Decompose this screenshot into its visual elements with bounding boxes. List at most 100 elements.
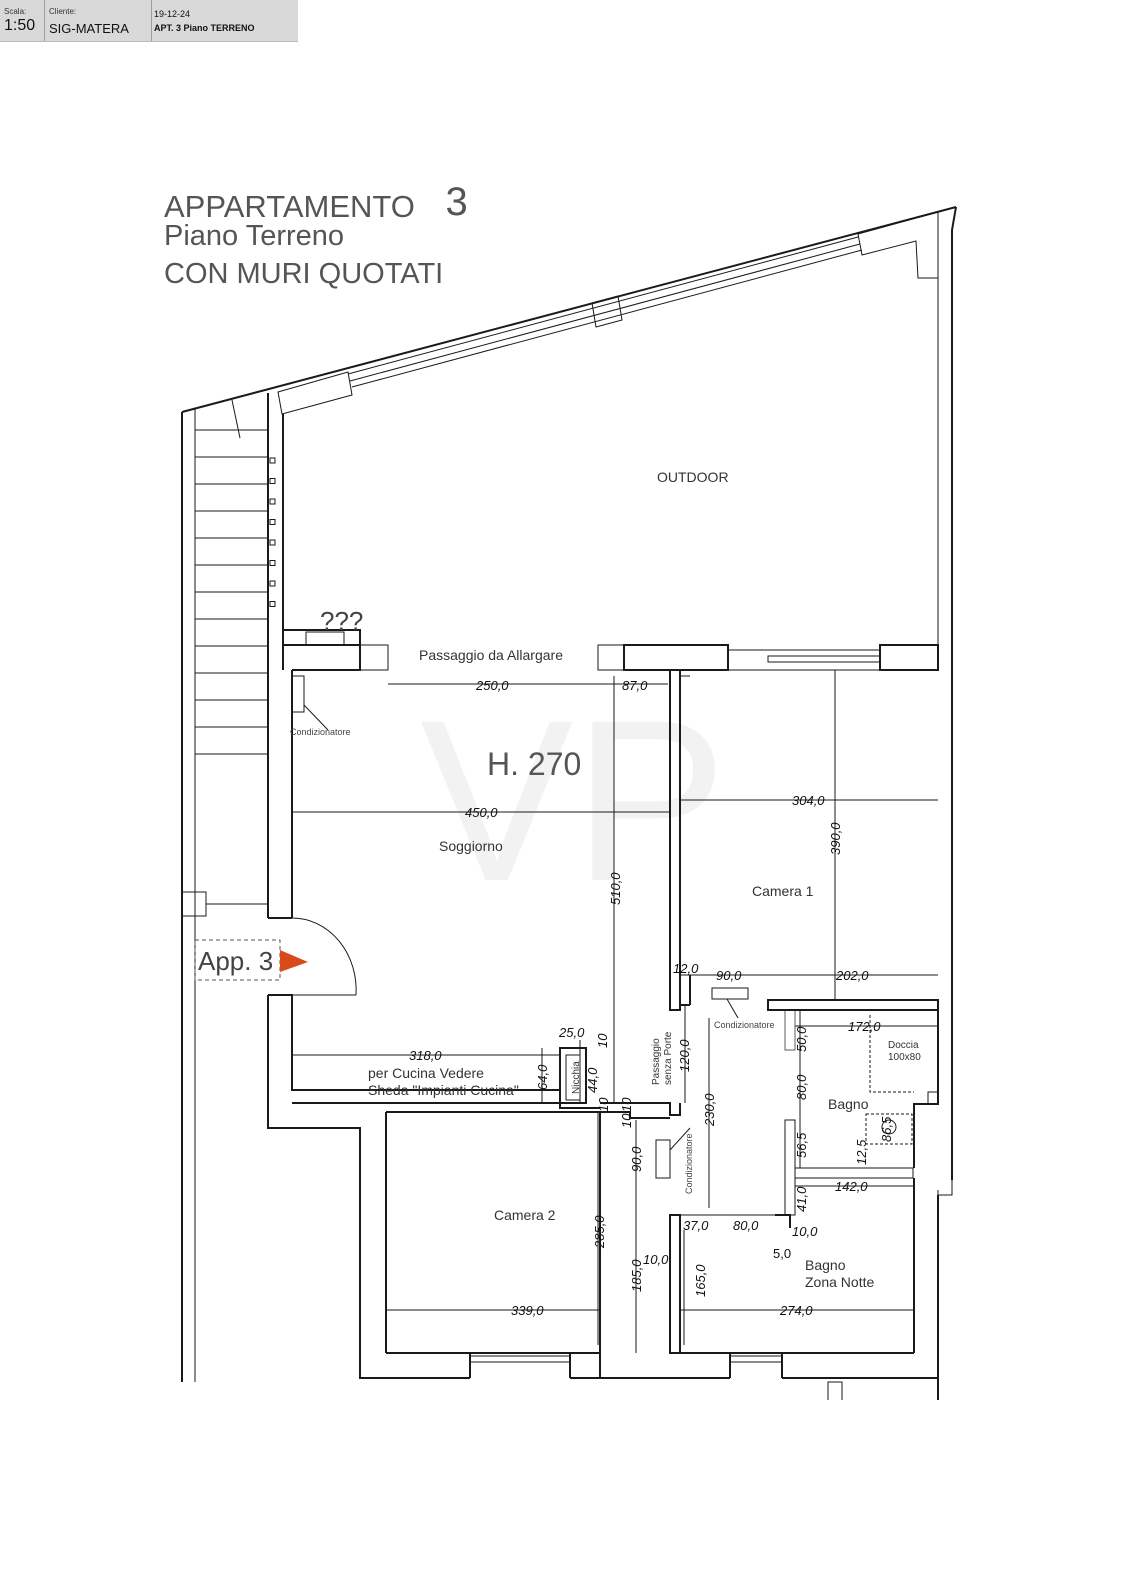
- dim-172: 172,0: [848, 1019, 881, 1034]
- olive-wall-bagno: [794, 1167, 914, 1179]
- doccia-label-1: Doccia: [888, 1040, 919, 1051]
- column-marker: [269, 519, 276, 525]
- ac-unit-living: [291, 675, 305, 713]
- bagno-notte-label-2: Zona Notte: [805, 1274, 874, 1290]
- camera2-label: Camera 2: [494, 1207, 556, 1223]
- ac-label-camera1: Condizionatore: [714, 1020, 775, 1030]
- ac-label-camera2: Condizionatore: [684, 1133, 694, 1194]
- dim-250: 250,0: [475, 678, 509, 693]
- dim-90b: 90,0: [629, 1146, 644, 1172]
- passage-label-2: senza Porte: [663, 1031, 674, 1085]
- dim-285: 285,0: [592, 1215, 607, 1249]
- column-marker: [269, 457, 276, 464]
- dim-339: 339,0: [511, 1303, 544, 1318]
- dim-25: 25,0: [558, 1025, 585, 1040]
- ac-label-living: Condizionatore: [290, 727, 351, 737]
- outdoor-passage-wall: [282, 629, 939, 671]
- dim-390: 390,0: [828, 822, 843, 855]
- dim-90a: 90,0: [716, 968, 742, 983]
- passage-label-1: Passaggio: [651, 1038, 662, 1085]
- dim-86: 86,5: [879, 1116, 894, 1142]
- dim-5: 5,0: [773, 1246, 791, 1261]
- ceiling-height-label: H. 270: [487, 746, 581, 782]
- bagno-label: Bagno: [828, 1096, 869, 1112]
- dim-10e: 10: [619, 1113, 634, 1128]
- scale-label: Scala:: [4, 7, 27, 16]
- dim-510: 510,0: [608, 872, 623, 905]
- dim-44: 44,0: [585, 1067, 600, 1093]
- right-boundary: [937, 206, 957, 1400]
- dim-10d: 10: [619, 1097, 634, 1112]
- living-walls: [267, 645, 560, 1379]
- dim-80b: 80,0: [733, 1218, 759, 1233]
- dim-202: 202,0: [835, 968, 869, 983]
- column-marker: [269, 601, 276, 607]
- column-marker: [269, 478, 276, 484]
- dim-56: 56,5: [794, 1132, 809, 1158]
- client-cell: Cliente: SIG-MATERA: [45, 0, 152, 41]
- project-cell: 19-12-24 APT. 3 Piano TERRENO: [152, 0, 298, 41]
- dim-304: 304,0: [792, 793, 825, 808]
- nicchia-label: Nicchia: [571, 1061, 582, 1094]
- staircase: [181, 393, 284, 1382]
- column-markers: [269, 457, 276, 607]
- dimension-lines: [292, 670, 938, 1353]
- column-marker: [269, 498, 276, 505]
- dim-120: 120,0: [677, 1039, 692, 1072]
- dim-10a: 10,0: [792, 1224, 818, 1239]
- glazed-slanted-wall: [181, 206, 957, 415]
- scale-cell: Scala: 1:50: [0, 0, 45, 41]
- column-marker: [269, 560, 276, 566]
- hatch-wall-bagno: [784, 1009, 796, 1051]
- kitchen-label-2: Sheda "Impianti Cucina": [368, 1082, 519, 1098]
- outdoor-label: OUTDOOR: [657, 469, 729, 485]
- dim-50: 50,0: [794, 1026, 809, 1052]
- heading-line3: CON MURI QUOTATI: [164, 258, 444, 290]
- dim-10b: 10: [595, 1033, 610, 1048]
- dim-12: 12,0: [673, 961, 699, 976]
- hatch-wall-shower: [927, 1091, 939, 1105]
- dim-10f: 10,0: [643, 1252, 669, 1267]
- dim-165: 165,0: [693, 1264, 708, 1297]
- dim-142: 142,0: [835, 1179, 868, 1194]
- scale-value: 1:50: [4, 17, 36, 34]
- ac-unit-outdoor: [305, 631, 345, 646]
- kitchen-label-1: per Cucina Vedere: [368, 1065, 484, 1081]
- column-marker: [269, 539, 276, 546]
- dim-87: 87,0: [622, 678, 648, 693]
- project-value: APT. 3 Piano TERRENO: [154, 23, 255, 33]
- ac-unit-camera2: [655, 1139, 671, 1179]
- title-block: Scala: 1:50 Cliente: SIG-MATERA 19-12-24…: [0, 0, 298, 42]
- heading-line2: Piano Terreno: [164, 220, 345, 252]
- bottom-walls: [386, 1352, 938, 1400]
- dim-450: 450,0: [465, 805, 498, 820]
- watermark-logo: VP: [420, 672, 727, 929]
- heading-apartment: APPARTAMENTO: [164, 189, 415, 224]
- dim-318: 318,0: [409, 1048, 442, 1063]
- heading-line1: APPARTAMENTO 3: [164, 180, 468, 227]
- heading-number: 3: [445, 180, 468, 224]
- bagno-notte-label-1: Bagno: [805, 1257, 846, 1273]
- question-label: ???: [320, 606, 363, 636]
- dim-80a: 80,0: [794, 1074, 809, 1100]
- column-marker: [269, 580, 276, 587]
- entrance-label: App. 3: [198, 946, 273, 976]
- dim-64: 64,0: [535, 1064, 550, 1090]
- dim-37: 37,0: [683, 1218, 709, 1233]
- passage-widen-label: Passaggio da Allargare: [419, 647, 563, 663]
- date-value: 19-12-24: [154, 9, 191, 19]
- client-value: SIG-MATERA: [49, 21, 129, 36]
- dim-10c: 10: [596, 1097, 611, 1112]
- dim-230: 230,0: [702, 1093, 717, 1127]
- client-label: Cliente:: [49, 7, 77, 16]
- camera1-label: Camera 1: [752, 883, 814, 899]
- dim-274: 274,0: [779, 1303, 813, 1318]
- ac-unit-camera1: [711, 987, 749, 1000]
- dim-185: 185,0: [629, 1259, 644, 1292]
- doccia-label-2: 100x80: [888, 1052, 921, 1063]
- dim-41: 41,0: [794, 1186, 809, 1212]
- entrance-arrow-icon: [280, 950, 308, 972]
- living-label: Soggiorno: [439, 838, 503, 854]
- dim-12b: 12,5: [854, 1139, 869, 1165]
